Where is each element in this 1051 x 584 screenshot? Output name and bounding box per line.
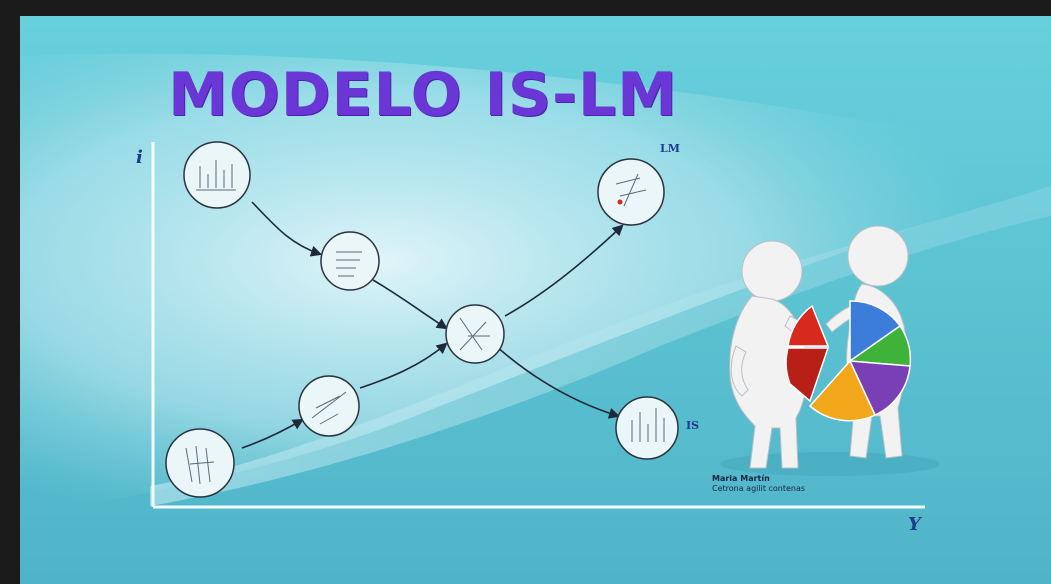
node-8 [615, 396, 679, 460]
node-5 [298, 375, 360, 437]
arrow-node6-to-node8 [495, 345, 621, 419]
caption-line-1: Maria Martín [712, 474, 770, 483]
is-curve-label: IS [686, 419, 700, 432]
arrow-node5-to-node6 [359, 342, 448, 389]
node-7 [597, 158, 665, 226]
two-figures-with-pie-chart-icon [720, 225, 940, 476]
y-axis-label: i [136, 147, 143, 168]
node-4 [165, 428, 235, 498]
node-1 [183, 141, 251, 209]
slide-title: MODELO IS-LM [168, 60, 678, 130]
slide: MODELO IS-LM [20, 16, 1051, 584]
illustration-caption: Maria Martín Cetrona agilit contenas [712, 474, 805, 494]
stack-doodle-icon [336, 251, 362, 277]
list-doodle-icon [185, 445, 215, 485]
node-2 [320, 231, 380, 291]
caption-line-2: Cetrona agilit contenas [712, 484, 806, 493]
chart-doodle-icon [615, 173, 647, 207]
arrow-node6-to-node7 [504, 224, 624, 317]
arrow-node4-to-node5 [241, 418, 304, 449]
bars-doodle-icon [631, 408, 665, 442]
arrow-node1-to-node2 [251, 201, 323, 257]
node-6 [445, 304, 505, 364]
lm-curve-label: LM [660, 142, 680, 155]
is-lm-diagram [151, 141, 940, 509]
arrow-node2-to-node6 [372, 279, 448, 330]
line-doodle-icon [311, 391, 347, 425]
equilibrium-doodle-icon [459, 317, 490, 351]
x-axis-label: Y [908, 514, 921, 535]
bar-doodle-icon [196, 160, 236, 191]
